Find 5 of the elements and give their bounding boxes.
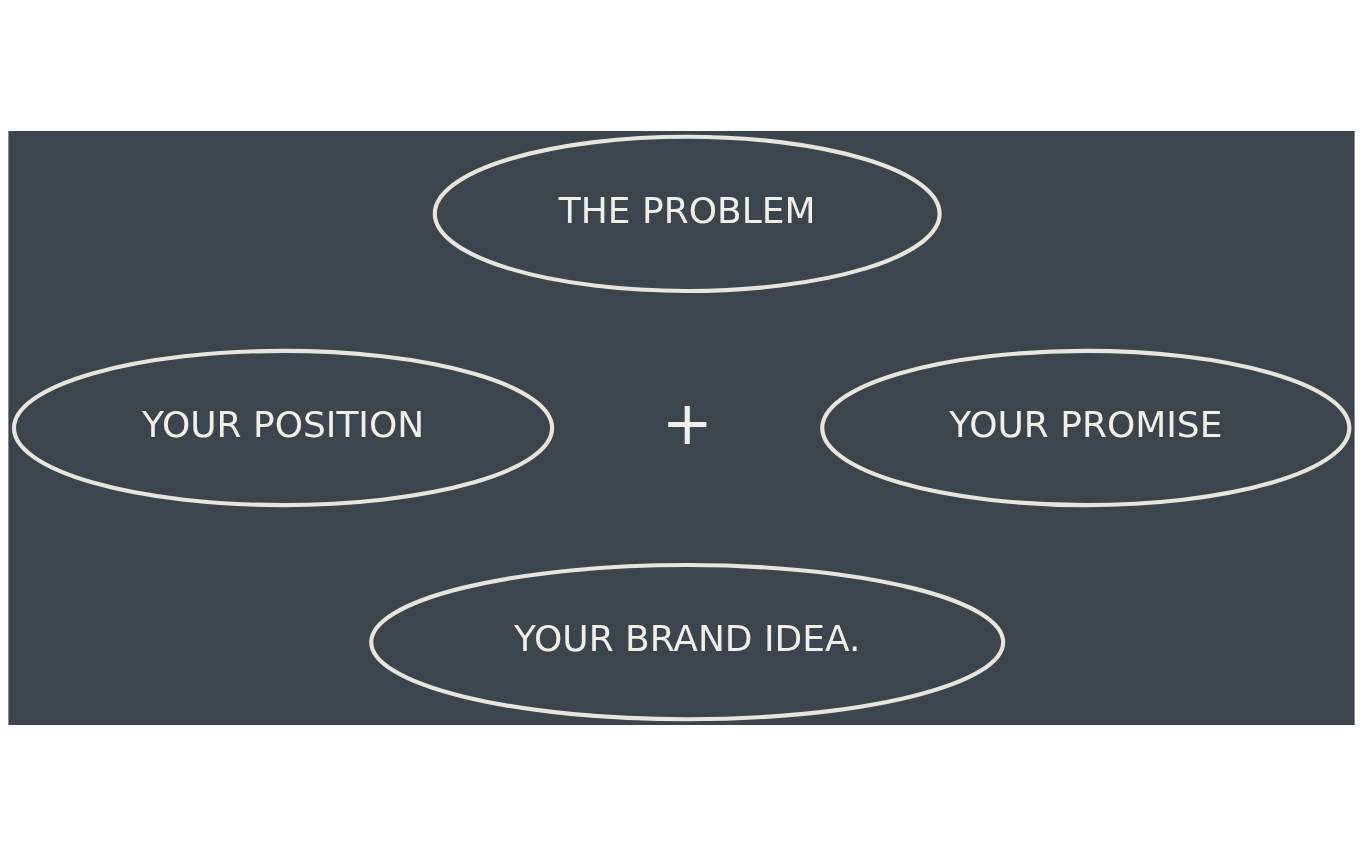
node-ellipse: YOUR BRAND IDEA. <box>369 562 1006 722</box>
node-ellipse: YOUR POSITION <box>11 348 555 508</box>
label: + <box>661 386 713 458</box>
node-ellipse: YOUR PROMISE <box>820 348 1352 508</box>
node-ellipse: THE PROBLEM <box>432 134 942 294</box>
